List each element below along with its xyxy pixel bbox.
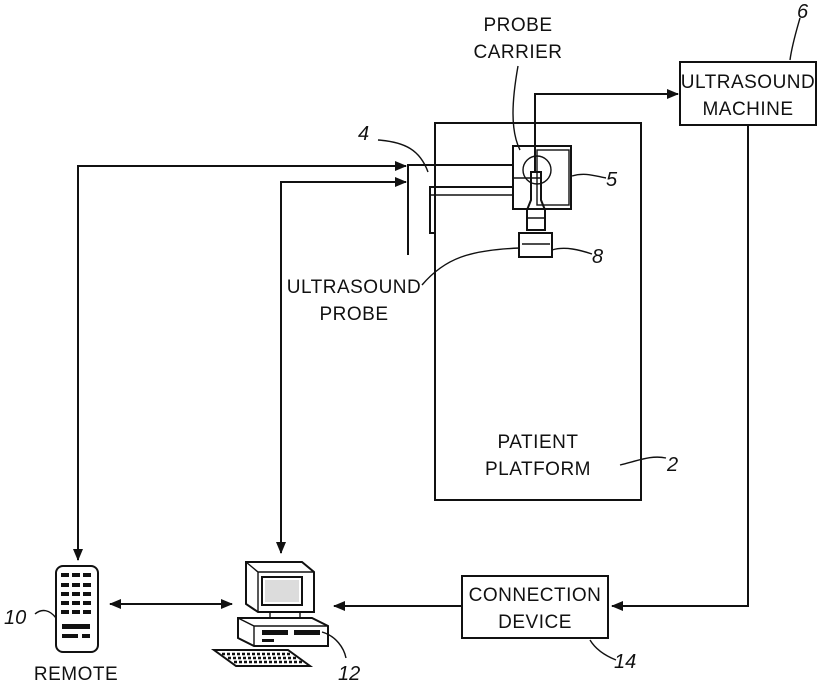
ref-arm: 4 — [358, 123, 369, 145]
probe-to-machine-line — [535, 94, 678, 172]
ref-carrier: 5 — [606, 169, 618, 191]
ref-probe: 8 — [592, 246, 603, 268]
ultrasound-probe-label-line1: ULTRASOUND — [287, 277, 422, 298]
connection-ref-leader — [590, 640, 616, 660]
remote-arm-line — [78, 166, 406, 560]
carrier-ref-leader — [572, 174, 606, 178]
ultrasound-probe-head — [519, 233, 552, 257]
probe-carrier-leader — [513, 66, 520, 150]
ref-machine: 6 — [797, 1, 809, 23]
ultrasound-machine-label-line1: ULTRASOUND — [681, 72, 816, 93]
platform-leader — [620, 457, 666, 465]
ref-connection: 14 — [614, 651, 636, 673]
ref-remote: 10 — [4, 607, 26, 629]
remote-ref-leader — [35, 611, 56, 618]
probe-label-leader — [422, 248, 520, 285]
remote-control-icon — [56, 566, 98, 652]
patient-platform-label-line2: PLATFORM — [485, 459, 591, 480]
computer-arm-line — [281, 182, 406, 553]
computer-icon — [214, 562, 328, 666]
ultrasound-probe-handle — [527, 172, 545, 230]
machine-ref-leader — [790, 18, 800, 60]
ultrasound-machine-label-line2: MACHINE — [702, 99, 793, 120]
connection-device-label-line2: DEVICE — [498, 612, 572, 633]
remote-label: REMOTE — [34, 664, 118, 684]
ref-computer: 12 — [338, 663, 360, 684]
probe-carrier-label-line2: CARRIER — [473, 42, 562, 63]
connection-device-label-line1: CONNECTION — [469, 585, 602, 606]
probe-carrier-label-line1: PROBE — [483, 15, 552, 36]
machine-to-connection-line — [612, 125, 748, 606]
arm-leader — [378, 140, 428, 172]
arm-structure — [408, 165, 513, 255]
patient-platform-label-line1: PATIENT — [498, 432, 579, 453]
probe-ref-leader — [552, 248, 592, 254]
ref-platform: 2 — [666, 454, 678, 476]
ultrasound-probe-label-line2: PROBE — [319, 304, 388, 325]
